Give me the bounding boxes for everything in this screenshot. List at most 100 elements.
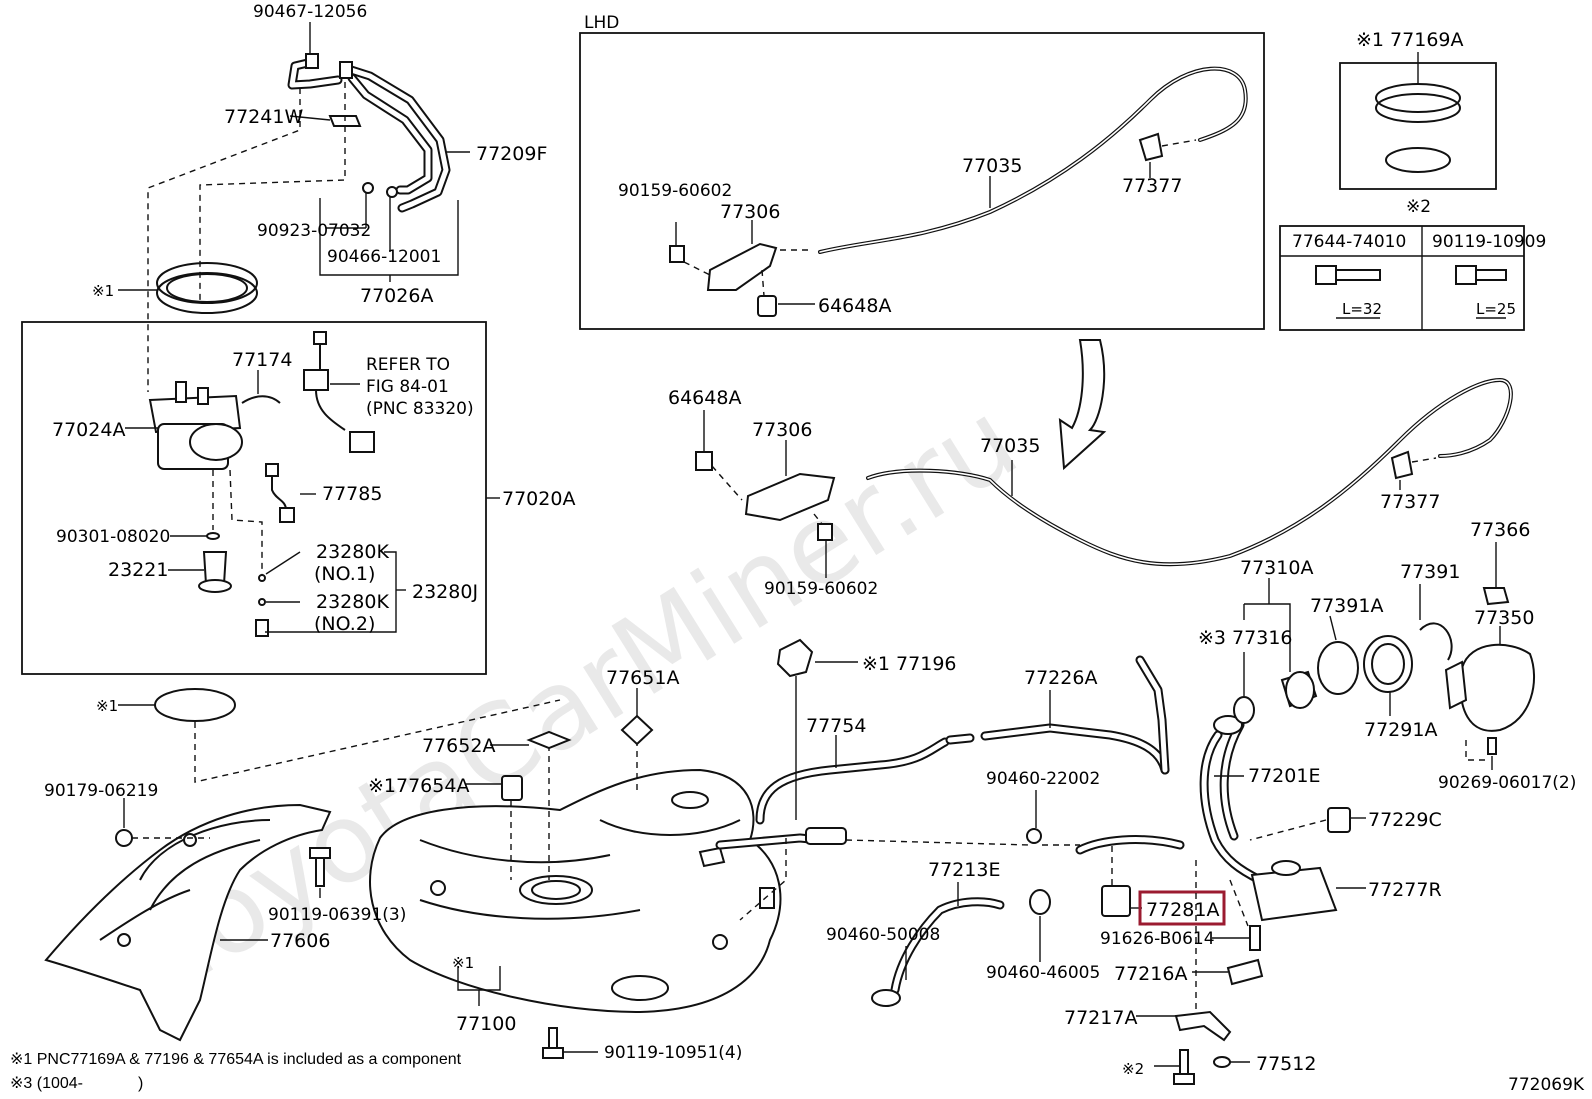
label-23280J: 23280J bbox=[412, 581, 478, 603]
label-90467-12056: 90467-12056 bbox=[253, 2, 367, 22]
highlight-77281A bbox=[1138, 890, 1226, 926]
mark-1-ring: ※1 bbox=[92, 282, 114, 300]
mark-1-gasket: ※1 bbox=[96, 697, 118, 715]
label-77241W: 77241W bbox=[224, 106, 303, 128]
label-77201E: 77201E bbox=[1248, 765, 1320, 787]
label-77651A: 77651A bbox=[606, 667, 679, 689]
bolt-table-part-2: 90119-10909 bbox=[1432, 232, 1546, 252]
label-77217A: 77217A bbox=[1064, 1007, 1137, 1029]
label-no1: (NO.1) bbox=[314, 563, 375, 585]
pad-77651A bbox=[620, 714, 654, 746]
vent-hoses bbox=[715, 638, 1170, 850]
label-77281A: 77281A bbox=[1146, 899, 1219, 921]
label-90923-07032: 90923-07032 bbox=[257, 221, 371, 241]
lhd-box bbox=[579, 32, 1265, 330]
lhd-arrow bbox=[1058, 339, 1107, 471]
label-23280K-no2: 23280K bbox=[316, 591, 389, 613]
mark-1-tank: ※1 bbox=[452, 954, 474, 972]
bolt-table-length-2: L=25 bbox=[1476, 300, 1516, 318]
label-77785: 77785 bbox=[322, 483, 382, 505]
label-77277R: 77277R bbox=[1368, 879, 1442, 901]
lhd-label-77377: 77377 bbox=[1122, 175, 1182, 197]
label-77020A: 77020A bbox=[502, 488, 575, 510]
label-77654A: ※177654A bbox=[368, 775, 469, 797]
lhd-release-cable bbox=[669, 66, 1248, 317]
lhd-label-77035: 77035 bbox=[962, 155, 1022, 177]
label-77606: 77606 bbox=[270, 930, 330, 952]
clip-77229C bbox=[1327, 807, 1351, 833]
label-77100: 77100 bbox=[456, 1013, 516, 1035]
refer-note-line3: (PNC 83320) bbox=[366, 399, 474, 419]
label-77174: 77174 bbox=[232, 349, 292, 371]
bolt-table-mark: ※2 bbox=[1406, 197, 1431, 217]
label-90460-22002: 90460-22002 bbox=[986, 769, 1100, 789]
label-77229C: 77229C bbox=[1368, 809, 1442, 831]
label-90466-12001: 90466-12001 bbox=[327, 247, 441, 267]
label-64648A: 64648A bbox=[668, 387, 741, 409]
label-77216A: 77216A bbox=[1114, 963, 1187, 985]
label-77026A: 77026A bbox=[360, 285, 433, 307]
label-no2: (NO.2) bbox=[314, 613, 375, 635]
valve-77196 bbox=[776, 638, 814, 678]
lock-ring bbox=[118, 262, 258, 314]
label-77652A: 77652A bbox=[422, 735, 495, 757]
label-77316: ※3 77316 bbox=[1198, 627, 1293, 649]
lhd-label-64648A: 64648A bbox=[818, 295, 891, 317]
pad-77652A bbox=[526, 730, 572, 750]
label-77213E: 77213E bbox=[928, 859, 1000, 881]
label-91626-B0614: 91626-B0614 bbox=[1100, 929, 1215, 949]
label-77310A: 77310A bbox=[1240, 557, 1313, 579]
label-77754: 77754 bbox=[806, 715, 866, 737]
fuel-door-77350 bbox=[1459, 643, 1536, 732]
bolt-table-length-1: L=32 bbox=[1342, 300, 1382, 318]
label-90179-06219: 90179-06219 bbox=[44, 781, 158, 801]
bracket-77217A bbox=[1174, 1010, 1232, 1042]
label-77366: 77366 bbox=[1470, 519, 1530, 541]
label-90301-08020: 90301-08020 bbox=[56, 527, 170, 547]
label-77350: 77350 bbox=[1474, 607, 1534, 629]
label-77196: ※1 77196 bbox=[862, 653, 957, 675]
clamp-90460-22002 bbox=[1026, 828, 1042, 844]
label-90159-60602: 90159-60602 bbox=[764, 579, 878, 599]
label-77391A: 77391A bbox=[1310, 595, 1383, 617]
label-23280K-no1: 23280K bbox=[316, 541, 389, 563]
label-77512: 77512 bbox=[1256, 1053, 1316, 1075]
filler-pipe bbox=[1199, 715, 1366, 922]
label-90269-06017: 90269-06017(2) bbox=[1438, 773, 1576, 793]
fuel-pump-assembly bbox=[125, 331, 500, 637]
lhd-label: LHD bbox=[584, 13, 619, 33]
bolt-table bbox=[1279, 225, 1525, 331]
diagram-code: 772069K bbox=[1508, 1075, 1585, 1095]
bracket-77277R bbox=[1250, 866, 1338, 922]
label-77024A: 77024A bbox=[52, 419, 125, 441]
valve-77654A bbox=[501, 775, 523, 801]
bolt-table-part-1: 77644-74010 bbox=[1292, 232, 1406, 252]
lhd-label-90159-60602: 90159-60602 bbox=[618, 181, 732, 201]
label-77291A: 77291A bbox=[1364, 719, 1437, 741]
filler-hose bbox=[871, 835, 1185, 1007]
refer-note-line1: REFER TO bbox=[366, 355, 450, 375]
label-23221: 23221 bbox=[108, 559, 168, 581]
label-77169A: ※1 77169A bbox=[1356, 29, 1464, 51]
label-77226A: 77226A bbox=[1024, 667, 1097, 689]
label-77391: 77391 bbox=[1400, 561, 1460, 583]
filler-cap-assembly bbox=[1233, 542, 1536, 770]
fuel-line-assembly bbox=[147, 22, 470, 392]
clamp-77281A bbox=[1101, 885, 1131, 917]
label-77209F: 77209F bbox=[476, 143, 547, 165]
label-77377: 77377 bbox=[1380, 491, 1440, 513]
tank-protector bbox=[44, 803, 332, 1042]
label-90460-50008: 90460-50008 bbox=[826, 925, 940, 945]
release-cable bbox=[695, 377, 1513, 578]
mark-2-bolt: ※2 bbox=[1122, 1060, 1144, 1078]
label-77306: 77306 bbox=[752, 419, 812, 441]
label-90119-10951: 90119-10951(4) bbox=[604, 1043, 742, 1063]
clip-77174 bbox=[241, 395, 281, 404]
footnote-3-prefix: ※3 (1004- bbox=[10, 1075, 83, 1092]
lhd-label-77306: 77306 bbox=[720, 201, 780, 223]
refer-note-line2: FIG 84-01 bbox=[366, 377, 449, 397]
footnote-3-suffix: ) bbox=[138, 1075, 143, 1092]
fuel-tank bbox=[369, 768, 782, 1014]
label-90460-46005: 90460-46005 bbox=[986, 963, 1100, 983]
tank-gasket bbox=[154, 688, 236, 722]
